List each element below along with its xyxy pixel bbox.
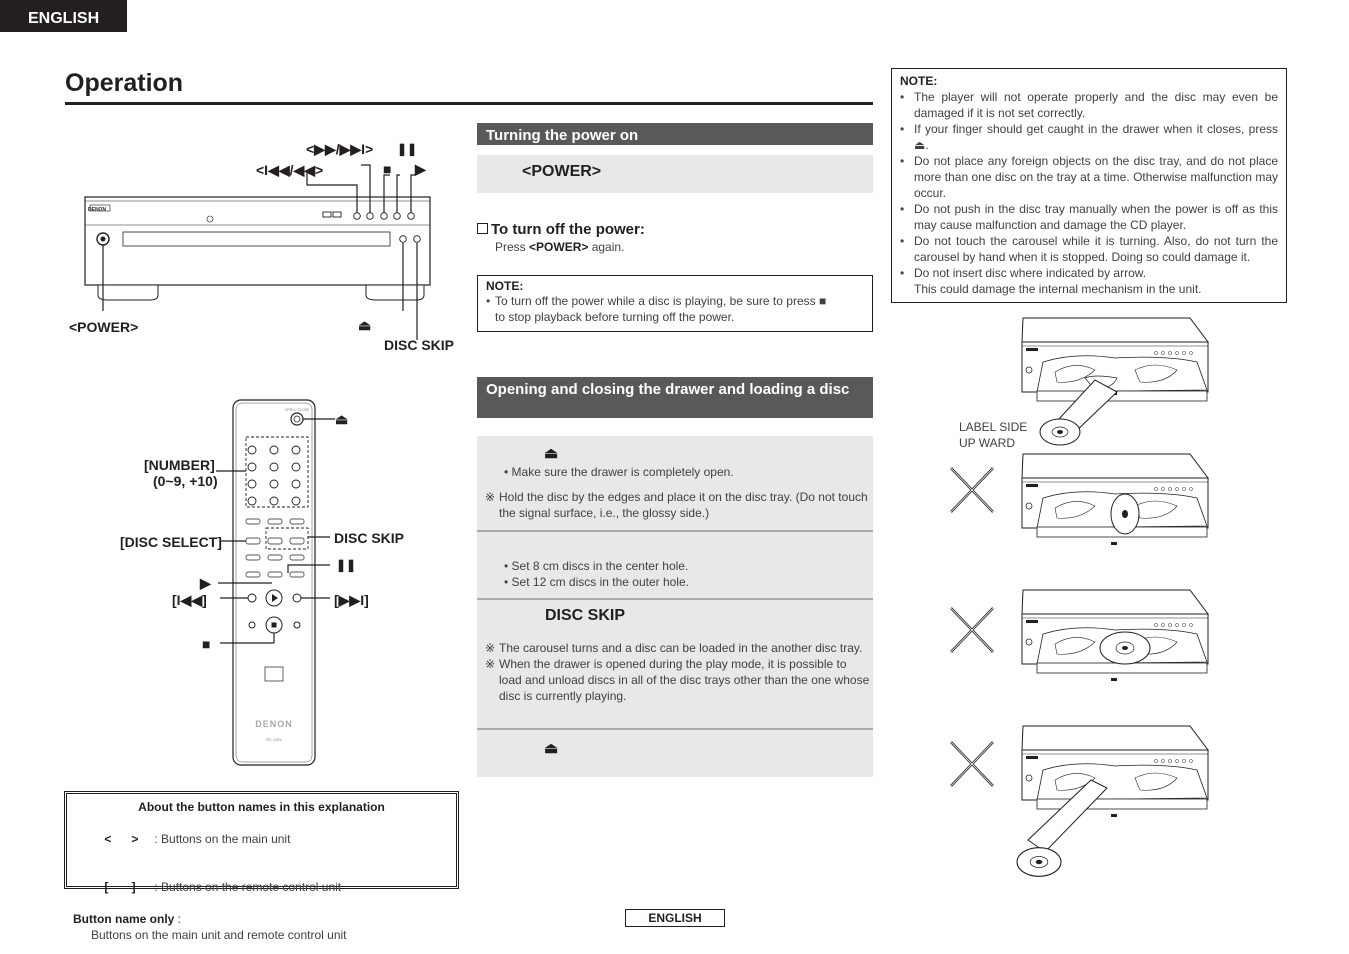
drawer-step-3: DISC SKIP ※The carousel turns and a disc…	[477, 600, 873, 728]
remote-disc-skip-label: DISC SKIP	[334, 530, 405, 546]
main-unit-brand: DENON	[88, 207, 107, 213]
step3-disc-skip-label: DISC SKIP	[545, 607, 626, 624]
remote-number-label: [NUMBER]	[144, 457, 215, 473]
right-note-tail: This could damage the internal mechanism…	[914, 282, 1202, 296]
disc-loading-illustrations	[949, 317, 1209, 877]
legend-sym-remote: [ ]	[104, 880, 136, 894]
remote-brand: DENON	[255, 719, 293, 729]
remote-stop-label: ■	[202, 636, 211, 652]
power-step-label: <POWER>	[522, 163, 602, 180]
power-note-heading: NOTE:	[486, 279, 524, 293]
step-separator	[477, 530, 873, 532]
label-side-text: LABEL SIDE UP WARD	[959, 420, 1028, 450]
legend-text-remote: : Buttons on the remote control unit	[154, 880, 342, 894]
power-section-heading: Turning the power on	[477, 123, 873, 145]
button-name-legend: About the button names in this explanati…	[64, 791, 459, 942]
power-off-instruction: Press <POWER> again.	[495, 240, 625, 254]
disc-skip-label: DISC SKIP	[384, 337, 455, 353]
remote-open-close: OPEN / CLOSE	[285, 408, 310, 412]
prev-rew-label: <I◀◀/◀◀>	[256, 162, 324, 178]
pause-label: ❚❚	[397, 142, 418, 156]
play-label: ▶	[415, 161, 426, 177]
step3-refs: ※The carousel turns and a disc can be lo…	[485, 641, 870, 703]
legend-colon: :	[174, 912, 182, 926]
legend-sym-main: < >	[104, 832, 139, 846]
checkbox-icon	[477, 223, 488, 234]
power-note-line1: •To turn off the power while a disc is p…	[486, 294, 827, 308]
eject-label: ⏏	[358, 317, 372, 333]
stop-label: ■	[383, 161, 392, 177]
remote-next-label: [▶▶I]	[334, 592, 369, 608]
remote-pause-label: ❚❚	[336, 558, 357, 572]
right-note-item: Do not touch the carousel while it is tu…	[900, 233, 1278, 265]
right-note-item: The player will not operate properly and…	[900, 89, 1278, 121]
right-note-item: Do not place any foreign objects on the …	[900, 153, 1278, 201]
legend-text-main: : Buttons on the main unit	[154, 832, 291, 846]
legend-both-text: Buttons on the main unit and remote cont…	[91, 928, 347, 942]
language-tab: ENGLISH	[0, 0, 127, 32]
eject-icon: ⏏	[544, 740, 559, 757]
drawer-section-heading: Opening and closing the drawer and loadi…	[477, 377, 873, 418]
right-note-item: Do not push in the disc tray manually wh…	[900, 201, 1278, 233]
drawer-step-4: ⏏	[477, 730, 873, 777]
right-note-box: NOTE: The player will not operate proper…	[891, 68, 1287, 303]
remote-disc-select-label: [DISC SELECT]	[120, 534, 222, 550]
legend-title: About the button names in this explanati…	[138, 800, 385, 814]
step2-bullet2: • Set 12 cm discs in the outer hole.	[504, 575, 689, 589]
step1-bullet: • Make sure the drawer is completely ope…	[504, 465, 734, 479]
power-note-box: NOTE: •To turn off the power while a dis…	[477, 275, 873, 332]
eject-icon: ⏏	[544, 445, 559, 462]
power-note-line2: to stop playback before turning off the …	[495, 310, 735, 324]
footer-language: ENGLISH	[625, 909, 725, 927]
drawer-step-2: • Set 8 cm discs in the center hole. • S…	[477, 532, 873, 598]
power-step-box: <POWER>	[477, 155, 873, 193]
remote-eject-label: ⏏	[335, 411, 349, 427]
drawer-step-1: ⏏ • Make sure the drawer is completely o…	[477, 436, 873, 530]
remote-illustration: DENON RC-1001 OPEN / CLOSE	[216, 399, 335, 766]
right-note-item: If your finger should get caught in the …	[900, 121, 1278, 153]
legend-bold-only: Button name only	[73, 912, 175, 926]
step2-bullet1: • Set 8 cm discs in the center hole.	[504, 559, 689, 573]
power-off-heading: To turn off the power:	[477, 221, 645, 238]
right-note-heading: NOTE:	[900, 74, 938, 88]
step1-ref: ※Hold the disc by the edges and place it…	[485, 490, 868, 520]
title-rule	[65, 102, 873, 105]
right-note-item: Do not insert disc where indicated by ar…	[900, 265, 1278, 281]
main-unit-illustration	[84, 164, 431, 340]
remote-number-range: (0~9, +10)	[153, 473, 218, 489]
remote-model: RC-1001	[266, 737, 283, 742]
power-label: <POWER>	[69, 319, 139, 335]
remote-prev-label: [I◀◀]	[172, 592, 207, 608]
step-separator	[477, 728, 873, 730]
step-separator	[477, 598, 873, 600]
remote-play-label: ▶	[200, 575, 211, 591]
page-title: Operation	[65, 69, 184, 97]
ff-next-label: <▶▶/▶▶I>	[306, 141, 374, 157]
